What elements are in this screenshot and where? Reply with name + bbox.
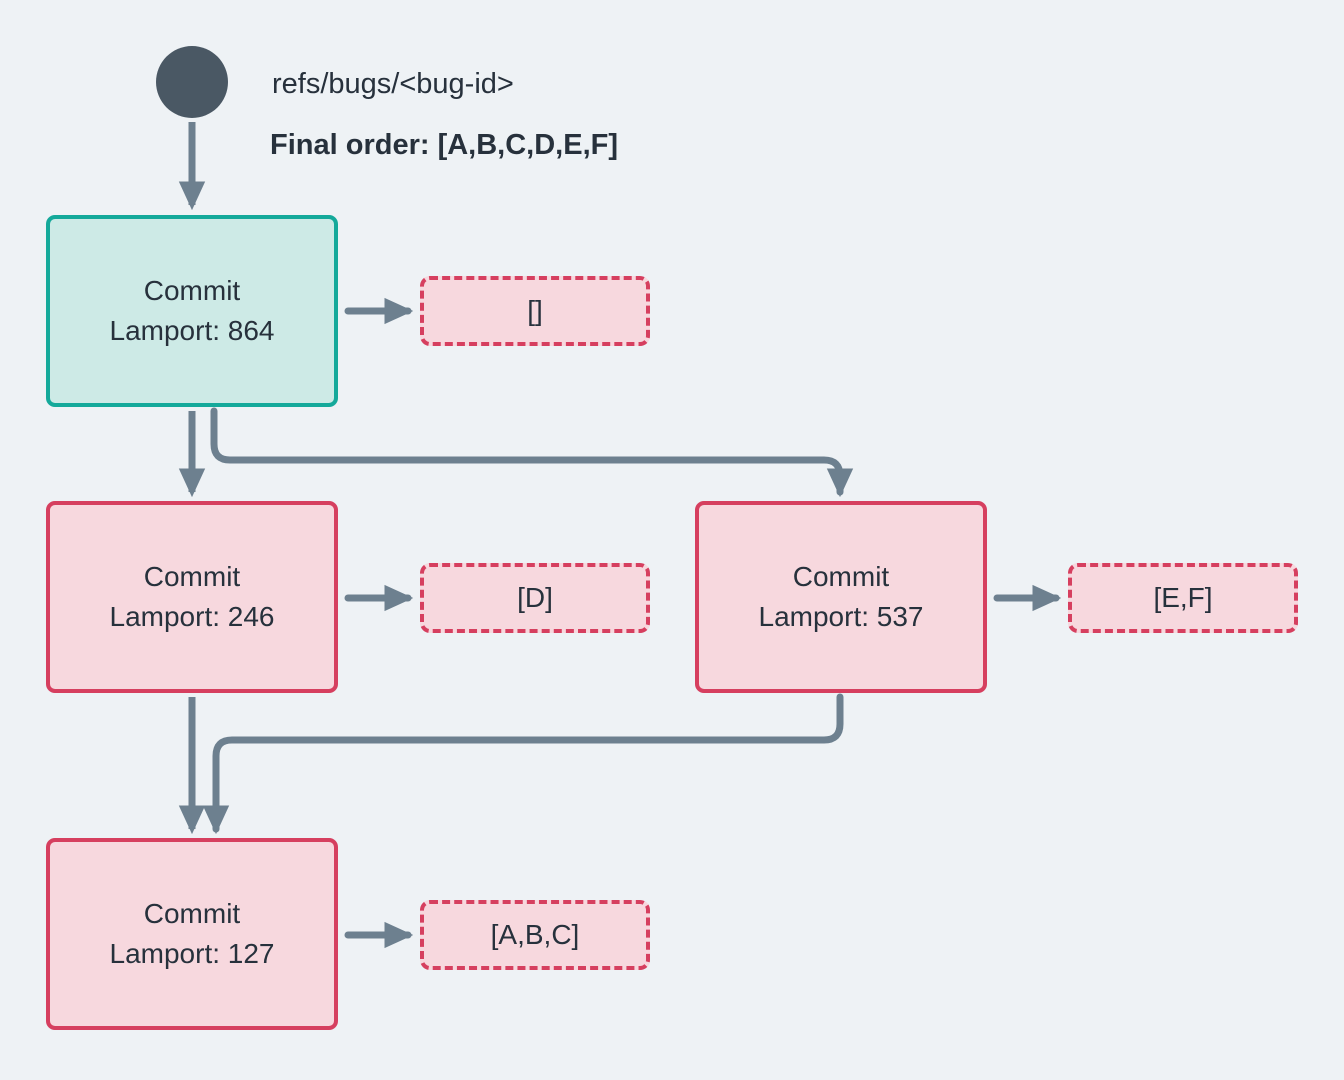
commit-node-127[interactable]: Commit Lamport: 127 <box>46 838 338 1030</box>
payload-node-246[interactable]: [D] <box>420 563 650 633</box>
commit-lamport: Lamport: 864 <box>109 315 275 346</box>
edge-commit-537-to-commit-127 <box>202 693 844 835</box>
payload-node-127[interactable]: [A,B,C] <box>420 900 650 970</box>
commit-node-537[interactable]: Commit Lamport: 537 <box>695 501 987 693</box>
edge-commit-864-to-commit-537 <box>210 407 854 498</box>
commit-title: Commit <box>792 561 890 593</box>
ref-root-dot[interactable] <box>156 46 228 118</box>
commit-title: Commit <box>143 275 241 307</box>
commit-title: Commit <box>143 898 241 930</box>
commit-lamport: Lamport: 246 <box>109 601 275 632</box>
commit-lamport: Lamport: 127 <box>109 938 275 969</box>
payload-node-537[interactable]: [E,F] <box>1068 563 1298 633</box>
commit-lamport: Lamport: 537 <box>758 601 924 632</box>
commit-node-864[interactable]: Commit Lamport: 864 <box>46 215 338 407</box>
final-order-label: Final order: [A,B,C,D,E,F] <box>270 129 618 161</box>
commit-title: Commit <box>143 561 241 593</box>
ref-path-label: refs/bugs/<bug-id> <box>272 68 514 100</box>
payload-node-864[interactable]: [] <box>420 276 650 346</box>
commit-node-246[interactable]: Commit Lamport: 246 <box>46 501 338 693</box>
